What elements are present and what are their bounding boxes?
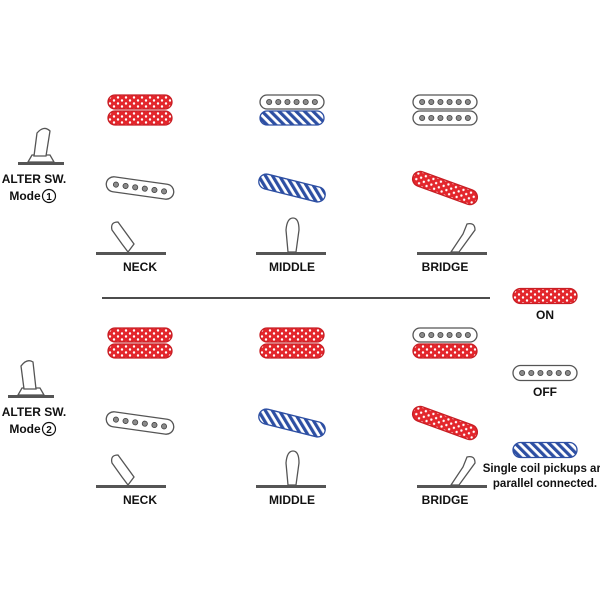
mode-number-badge [41,188,57,204]
humbucker-lower-coil-icon [259,343,325,359]
legend-off-label: OFF [533,385,557,399]
mode-1-block: ALTER SW. Mode 1 [2,127,66,204]
selector-switch-icon [417,222,487,255]
selector-switch-icon [417,455,487,488]
position-label-middle: MIDDLE [269,260,315,274]
humbucker-pickup-icon [412,327,478,359]
position-label-neck: NECK [123,493,157,507]
alter-switch-mode-1: ALTER SW. Mode 1 [2,127,66,204]
single-coil-pickup-icon [105,176,175,200]
position-label-bridge: BRIDGE [422,493,469,507]
single-coil-pickup-icon [105,411,175,435]
legend-on-swatch-icon [512,287,578,305]
position-label-neck: NECK [123,260,157,274]
legend-parallel-label-line-1: Single coil pickups are [483,463,600,475]
legend-parallel-label-line-2: parallel connected. [493,478,597,490]
mode-number: 2 [46,425,52,436]
single-coil-pickup-icon [258,408,326,438]
alter-switch-title: ALTER SW. [2,405,66,419]
humbucker-lower-coil-icon [412,343,478,359]
selector-switch-icon [256,450,326,488]
alter-switch-title: ALTER SW. [2,172,66,186]
pickup-layer [105,94,479,441]
selector-switch-icon [96,221,166,255]
single-coil-pickup-icon [258,173,326,203]
humbucker-upper-coil-icon [107,327,173,343]
humbucker-upper-coil-icon [412,94,478,110]
humbucker-lower-coil-icon [259,110,325,126]
mode-number-badge [41,421,57,437]
humbucker-pickup-icon [107,94,173,126]
selector-switch-layer [96,217,487,488]
humbucker-pickup-icon [259,94,325,126]
humbucker-pickup-icon [259,327,325,359]
humbucker-upper-coil-icon [259,327,325,343]
single-coil-pickup-icon [411,405,479,441]
humbucker-lower-coil-icon [107,343,173,359]
humbucker-upper-coil-icon [259,94,325,110]
humbucker-pickup-icon [412,94,478,126]
humbucker-pickup-icon [107,327,173,359]
selector-switch-icon [96,454,166,488]
position-label-bridge: BRIDGE [422,260,469,274]
mode-2-block: ALTER SW. Mode 2 [2,360,66,437]
humbucker-lower-coil-icon [107,110,173,126]
mode-word: Mode [9,189,41,203]
selector-switch-icon [256,217,326,255]
alter-switch-icon [18,127,64,165]
single-coil-pickup-icon [411,170,479,206]
alter-switch-icon [8,360,54,398]
legend-parallel-swatch-icon [512,441,578,459]
humbucker-lower-coil-icon [412,110,478,126]
position-label-middle: MIDDLE [269,493,315,507]
mode-word: Mode [9,422,41,436]
humbucker-upper-coil-icon [412,327,478,343]
legend: ON OFF Single coil pickups are parallel … [483,287,600,490]
legend-off-swatch-icon [512,364,578,382]
humbucker-upper-coil-icon [107,94,173,110]
alter-switch-mode-2: ALTER SW. Mode 2 [2,360,66,437]
mode-number: 1 [46,192,52,203]
legend-on-label: ON [536,308,554,322]
